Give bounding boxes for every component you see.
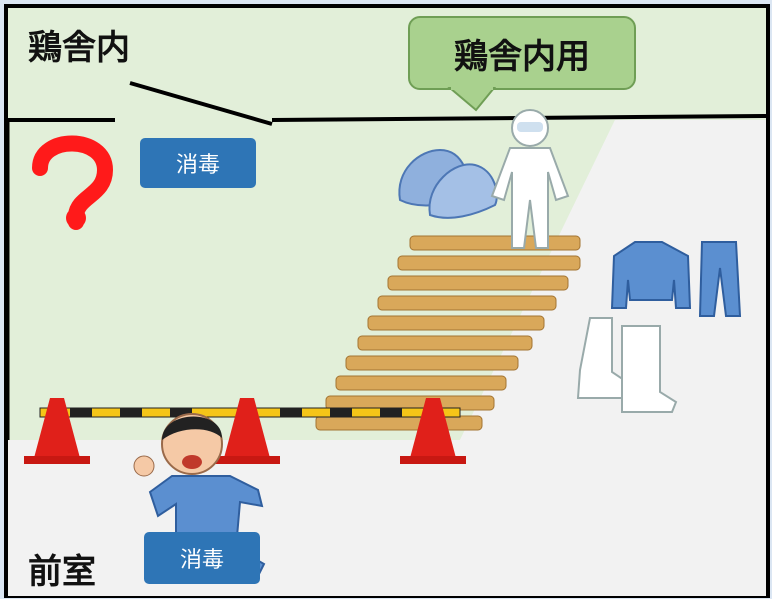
- door-line: [129, 81, 273, 126]
- coop-use-callout: 鶏舎内用: [408, 16, 636, 90]
- disinfect-badge-bottom: 消毒: [144, 532, 260, 584]
- traffic-cone-icon: [214, 398, 280, 464]
- callout-text: 鶏舎内用: [454, 36, 590, 77]
- disinfect-badge-top: 消毒: [140, 138, 256, 188]
- traffic-cone-icon: [400, 398, 466, 464]
- blue-shoes-icon: [398, 148, 498, 219]
- anteroom-label: 前室: [28, 552, 96, 592]
- work-pants-icon: [698, 241, 742, 317]
- coop-interior-label: 鶏舎内: [28, 28, 130, 68]
- question-mark-icon: [32, 135, 114, 230]
- traffic-cone-icon: [24, 398, 90, 464]
- coop-band: [8, 8, 766, 120]
- protective-suit-icon: [490, 109, 570, 249]
- work-jacket-icon: [610, 241, 692, 309]
- white-boots-icon: [576, 317, 678, 413]
